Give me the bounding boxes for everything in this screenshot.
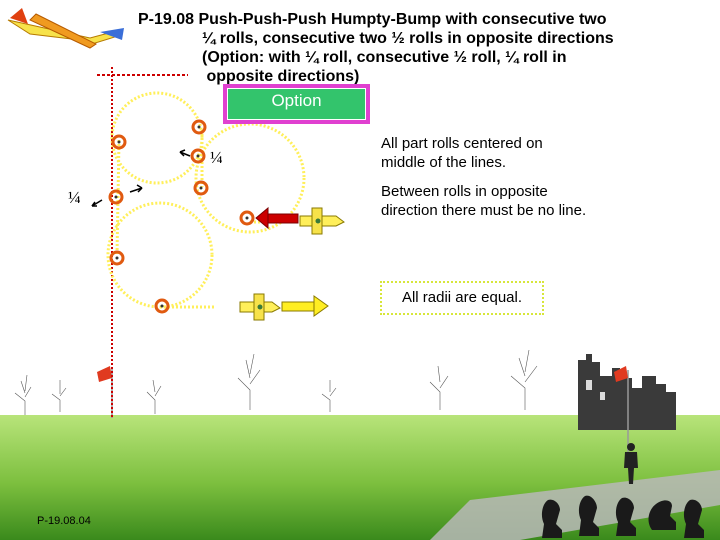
note-centered-line-2: middle of the lines. [381, 154, 507, 171]
roll-marker [190, 148, 206, 164]
note-no-line: Between rolls in opposite direction ther… [381, 182, 586, 220]
roll-label-right: ¼ [210, 148, 223, 167]
castle-icon [578, 354, 676, 430]
exit-arrow [281, 295, 329, 317]
figure-title: P-19.08 Push-Push-Push Humpty-Bump with … [130, 10, 690, 86]
note-centered-line-1: All part rolls centered on [381, 135, 543, 152]
pilot-icon [624, 443, 638, 484]
note-radii: All radii are equal. [380, 281, 544, 315]
aircraft-icon [239, 293, 281, 321]
footer-code: P-19.08.04 [37, 515, 91, 527]
title-line-4: opposite directions) [202, 68, 360, 85]
runway [430, 470, 720, 540]
tree-icon [14, 349, 538, 415]
option-label: Option [227, 88, 366, 120]
roll-marker [111, 134, 127, 150]
title-line-3: (Option: with ¼ roll, consecutive ½ roll… [202, 49, 567, 66]
roll-markers [108, 119, 255, 314]
option-badge: Option [223, 84, 370, 124]
note-no-line-line-2: direction there must be no line. [381, 202, 587, 219]
roll-marker [191, 119, 207, 135]
roll-label-left: ¼ [68, 188, 81, 207]
roll-marker [109, 250, 125, 266]
title-line-2: ¼ rolls, consecutive two ½ rolls in oppo… [202, 30, 614, 47]
note-no-line-line-1: Between rolls in opposite [381, 183, 548, 200]
note-centered: All part rolls centered on middle of the… [381, 134, 543, 172]
roll-marker [154, 298, 170, 314]
title-line-1: P-19.08 Push-Push-Push Humpty-Bump with … [138, 11, 607, 28]
roll-marker [108, 189, 124, 205]
aircraft-icon [7, 8, 124, 49]
entry-arrow [255, 206, 299, 230]
judges-icon [541, 495, 704, 538]
roll-marker [239, 210, 255, 226]
aircraft-icon [299, 207, 345, 235]
roll-direction-arrows [91, 149, 191, 207]
roll-marker [193, 180, 209, 196]
